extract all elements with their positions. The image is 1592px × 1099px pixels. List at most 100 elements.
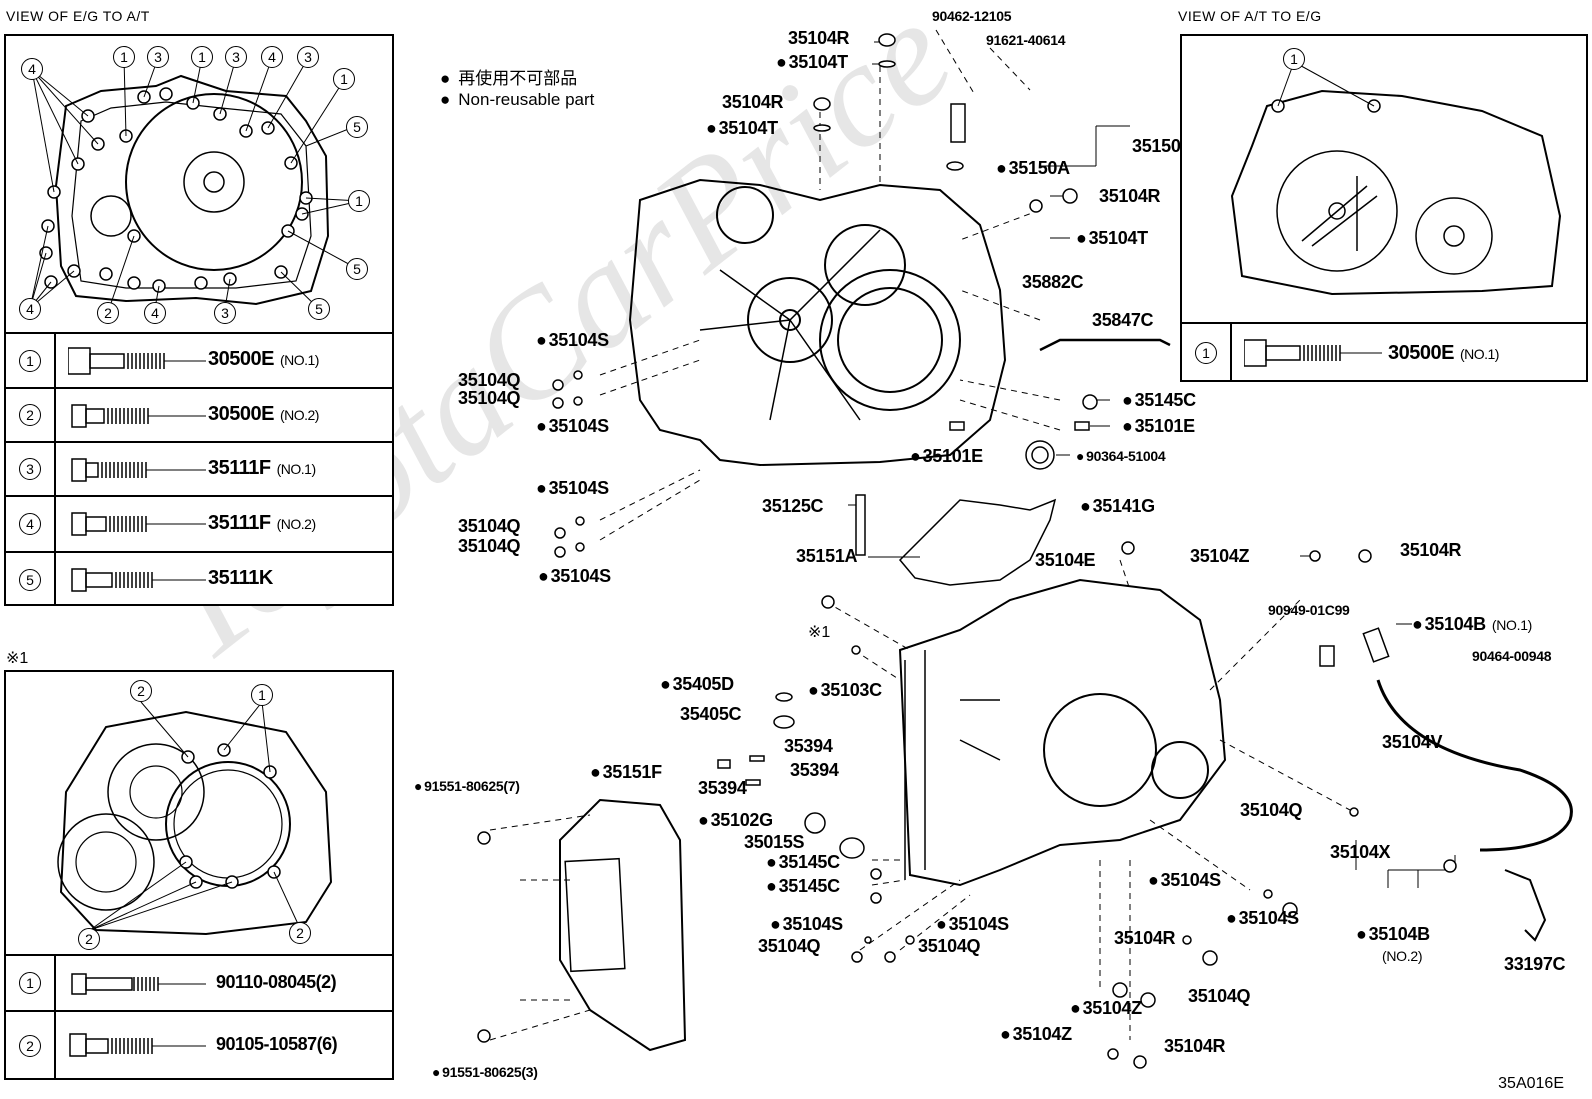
label-35104T: 35104T xyxy=(776,52,849,73)
note-mark: ※1 xyxy=(808,624,831,641)
callout-3: 3 xyxy=(147,46,169,68)
callout-2: 2 xyxy=(289,922,311,944)
converter-housing xyxy=(628,178,1007,467)
label-35104B-no1: 35104B(NO.1) xyxy=(1412,614,1533,635)
label-35104S: 35104S xyxy=(536,478,610,499)
part-note: (NO.1) xyxy=(1459,346,1500,362)
label-35104R: 35104R xyxy=(722,92,784,112)
label-35104R: 35104R xyxy=(1099,186,1161,206)
label-35145C: 35145C xyxy=(766,852,841,873)
label-35125C: 35125C xyxy=(762,496,824,516)
callout-4: 4 xyxy=(21,58,43,80)
label-91551-80625-3: 91551-80625(3) xyxy=(432,1064,538,1080)
label-35151F: 35151F xyxy=(590,762,663,783)
part-note: (NO.2) xyxy=(279,407,320,423)
label-35104R: 35104R xyxy=(1164,1036,1226,1056)
label-35103C: 35103C xyxy=(808,680,883,701)
callout-1: 1 xyxy=(348,190,370,212)
callout-2: 2 xyxy=(97,302,119,324)
label-91551-80625-7: 91551-80625(7) xyxy=(414,778,520,794)
part-number: 30500E xyxy=(208,348,274,370)
bolt-icon xyxy=(69,1033,206,1057)
bolt-row-4: 4 35111F (NO.2) xyxy=(6,495,392,551)
row-callout-1: 1 xyxy=(19,972,41,994)
panel-note-1: 2 1 2 2 1 90110-08045(2) 2 90105-10587(6… xyxy=(4,670,394,1080)
label-35104Z: 35104Z xyxy=(1070,998,1143,1019)
transaxle-case xyxy=(898,578,1227,887)
label-35882C: 35882C xyxy=(1022,272,1084,292)
callout-5: 5 xyxy=(346,116,368,138)
label-35104S: 35104S xyxy=(936,914,1010,935)
label-35104R: 35104R xyxy=(788,28,850,48)
label-90462-12105: 90462-12105 xyxy=(932,8,1012,24)
callout-2: 2 xyxy=(130,680,152,702)
callout-1: 1 xyxy=(113,46,135,68)
label-35104S: 35104S xyxy=(1148,870,1222,891)
legend-jp: ●再使用不可部品 xyxy=(440,69,578,88)
panel-eg-to-at: 4 1 3 1 3 4 3 1 5 1 5 5 3 4 2 4 1 30500E… xyxy=(4,34,394,606)
callout-5: 5 xyxy=(346,258,368,280)
label-35104B-no2: 35104B xyxy=(1356,924,1431,945)
part-note: (NO.2) xyxy=(276,516,317,532)
callout-2: 2 xyxy=(78,928,100,950)
label-90949-01C99: 90949-01C99 xyxy=(1268,602,1350,618)
row-callout-4: 4 xyxy=(19,513,41,535)
label-35104Z: 35104Z xyxy=(1000,1024,1073,1045)
part-note: (NO.1) xyxy=(1491,617,1533,633)
label-35104T: 35104T xyxy=(706,118,779,139)
label-35101E: 35101E xyxy=(910,446,984,467)
callout-4: 4 xyxy=(144,302,166,324)
bolt-row-2: 2 30500E(NO.2) xyxy=(6,387,392,441)
label-35104Q: 35104Q xyxy=(918,936,981,956)
label-35102G: 35102G xyxy=(698,810,774,831)
callout-4: 4 xyxy=(19,298,41,320)
bolt-icon xyxy=(71,512,206,536)
row-callout-3: 3 xyxy=(19,458,41,480)
callout-3: 3 xyxy=(297,46,319,68)
label-35145C: 35145C xyxy=(766,876,841,897)
label-90464-00948: 90464-00948 xyxy=(1472,648,1552,664)
bolt-icon xyxy=(71,404,206,428)
case-rear-drawing xyxy=(57,701,333,936)
label-91621-40614: 91621-40614 xyxy=(986,32,1066,48)
view-title-at-to-eg: VIEW OF A/T TO E/G xyxy=(1178,8,1322,24)
label-35104Q: 35104Q xyxy=(1240,800,1303,820)
valve-body xyxy=(898,498,1057,586)
bolt-icon xyxy=(71,568,206,592)
bolt-icon xyxy=(71,973,206,995)
label-35104Q: 35104Q xyxy=(458,370,521,390)
label-35405C: 35405C xyxy=(680,704,742,724)
figure-code: 35A016E xyxy=(1498,1075,1564,1092)
label-35104S: 35104S xyxy=(536,330,610,351)
label-35104Q: 35104Q xyxy=(1188,986,1251,1006)
bolt-row-right-1: 1 30500E(NO.1) xyxy=(1182,322,1586,382)
callout-1: 1 xyxy=(1283,48,1305,70)
part-number: 35111F xyxy=(208,512,271,534)
bolt-row-3: 3 35111F(NO.1) xyxy=(6,441,392,495)
part-number: 30500E xyxy=(208,403,274,425)
label-35104S: 35104S xyxy=(1226,908,1300,929)
callout-3: 3 xyxy=(225,46,247,68)
oil-pan xyxy=(559,798,687,1052)
label-35104R: 35104R xyxy=(1114,928,1176,948)
callout-4: 4 xyxy=(261,46,283,68)
bullet-icon: ● xyxy=(440,90,451,109)
callout-1: 1 xyxy=(251,684,273,706)
case-side-drawing xyxy=(1230,61,1562,296)
label-35145C: 35145C xyxy=(1122,390,1197,411)
callout-1: 1 xyxy=(333,68,355,90)
bolt-row-1: 1 30500E(NO.1) xyxy=(6,332,392,387)
label-35104Q: 35104Q xyxy=(758,936,821,956)
row-callout-5: 5 xyxy=(19,568,41,591)
bolt-icon xyxy=(1244,339,1382,367)
label-35104V: 35104V xyxy=(1382,732,1443,752)
bolt-row-5: 5 35111K xyxy=(6,551,392,606)
callout-5: 5 xyxy=(308,298,330,320)
oil-strainer xyxy=(564,857,626,973)
label-35104Q: 35104Q xyxy=(458,536,521,556)
label-35141G: 35141G xyxy=(1080,496,1156,517)
row-callout-2: 2 xyxy=(19,1035,41,1057)
callout-3: 3 xyxy=(214,302,236,324)
label-35015S: 35015S xyxy=(744,832,805,852)
part-note: (NO.1) xyxy=(279,352,320,368)
